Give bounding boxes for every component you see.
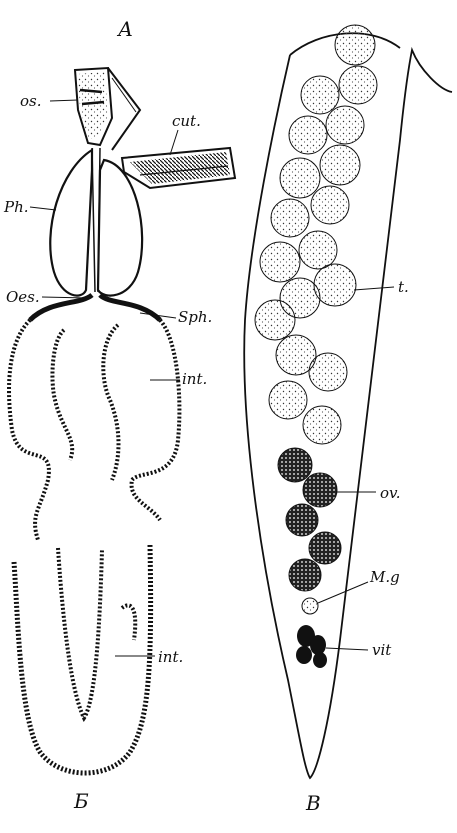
label-ph: Ph. xyxy=(3,198,29,216)
label-cut: cut. xyxy=(172,112,201,130)
label-int-b: int. xyxy=(158,648,183,666)
ovary xyxy=(277,447,342,592)
panel-letter-b: Б xyxy=(73,789,89,813)
label-t: t. xyxy=(398,278,409,296)
label-oes: Oes. xyxy=(6,288,40,306)
labels-panel-v: t. ov. M.g vit xyxy=(317,278,409,659)
pharynx xyxy=(49,147,144,297)
intestine-anterior xyxy=(7,292,182,541)
panel-letter-v: В xyxy=(305,791,321,815)
label-sph: Sph. xyxy=(178,308,212,326)
label-int-a: int. xyxy=(182,370,207,388)
cuticle xyxy=(120,146,237,190)
panel-letter-a: А xyxy=(116,17,133,41)
vitellaria xyxy=(296,625,327,668)
oral-sucker xyxy=(73,66,142,151)
label-ov: ov. xyxy=(380,484,401,502)
panel-a: А os. xyxy=(3,17,237,541)
label-vit: vit xyxy=(372,641,392,659)
mehlis-gland xyxy=(301,597,319,615)
testes xyxy=(254,24,378,445)
labels-panel-a: os. cut. Ph. Oes. Sph. int. xyxy=(3,92,212,388)
label-os: os. xyxy=(20,92,42,110)
label-mg: M.g xyxy=(369,568,400,586)
panel-v: t. ov. M.g vit В xyxy=(243,24,453,815)
panel-b: int. Б xyxy=(11,544,183,813)
